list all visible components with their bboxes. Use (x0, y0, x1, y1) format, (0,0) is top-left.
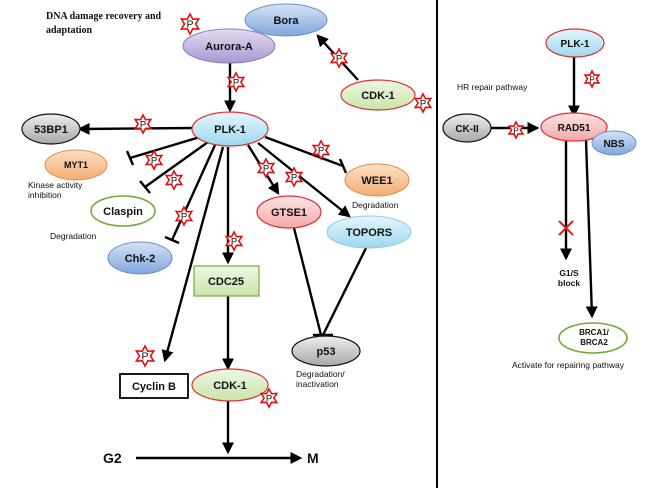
node-p53: p53 (291, 335, 361, 367)
svg-text:PLK-1: PLK-1 (214, 124, 246, 136)
svg-text:CDC25: CDC25 (208, 276, 244, 288)
edge-plk1-inhibit-chk2 (170, 144, 217, 241)
phospho-p-label: P (186, 19, 193, 31)
edge-topors-inhibit-p53 (321, 245, 369, 336)
node-plk1-right: PLK-1 (545, 28, 605, 58)
m-label: M (307, 450, 319, 466)
node-topors: TOPORS (326, 215, 412, 249)
edge-rad51-to-brca (584, 139, 598, 319)
phospho-star-plk1-right: P (583, 69, 601, 89)
phospho-star-aurora-plk1: P (226, 71, 246, 93)
svg-text:p53: p53 (317, 346, 336, 358)
phospho-star-cdk1-top: P (413, 92, 433, 114)
node-plk1: PLK-1 (191, 111, 269, 147)
edge-plk1-inhibit-claspin (144, 141, 209, 188)
phospho-star-cdk1-bottom: P (259, 387, 279, 409)
node-cdk1-top: CDK-1 (340, 79, 416, 111)
annotation-activate-repair: Activate for repairing pathway (512, 360, 624, 370)
phospho-star-topors: P (284, 166, 304, 188)
phospho-p-label: P (141, 351, 148, 363)
annotation-hr-repair: HR repair pathway (457, 82, 528, 92)
phospho-p-label: P (171, 176, 177, 187)
svg-text:TOPORS: TOPORS (346, 227, 392, 239)
node-claspin: Claspin (90, 195, 156, 227)
node-myt1: MYT1 (44, 149, 108, 181)
node-brca (558, 322, 628, 354)
phospho-p-label: P (266, 394, 272, 405)
phospho-star-cyclin-b: P (134, 344, 156, 368)
node-bora: Bora (244, 3, 328, 37)
phospho-stars: P P P P P P P P P P P P P P P P (133, 12, 601, 409)
node-brca-label: BRCA1/ BRCA2 (579, 328, 609, 347)
svg-text:MYT1: MYT1 (64, 160, 88, 170)
svg-text:Bora: Bora (273, 15, 299, 27)
node-ck2: CK-II (442, 113, 492, 143)
phospho-star-aurora: P (179, 12, 201, 36)
phospho-p-label: P (420, 99, 426, 110)
phospho-p-label: P (291, 173, 297, 184)
phospho-star-gtse1: P (256, 157, 276, 179)
phospho-p-label: P (233, 78, 239, 89)
phospho-p-label: P (151, 156, 157, 167)
node-wee1: WEE1 (344, 163, 410, 197)
annotation-degradation-p53: Degradation/ inactivation (296, 369, 345, 389)
phospho-p-label: P (140, 120, 146, 131)
annotation-kinase-inhibition: Kinase activity inhibition (28, 180, 83, 200)
svg-text:Cyclin B: Cyclin B (132, 381, 176, 393)
phospho-star-cdc25: P (224, 230, 244, 252)
phospho-star-claspin: P (164, 169, 184, 191)
phospho-p-label: P (318, 146, 324, 157)
node-cdk1-bottom: CDK-1 (191, 368, 269, 402)
svg-text:53BP1: 53BP1 (34, 124, 68, 136)
phospho-p-label: P (589, 75, 595, 85)
svg-text:Chk-2: Chk-2 (125, 253, 156, 265)
svg-text:WEE1: WEE1 (361, 175, 392, 187)
phospho-star-ck2: P (507, 120, 525, 140)
node-53bp1: 53BP1 (21, 113, 81, 145)
svg-text:Claspin: Claspin (103, 206, 143, 218)
svg-text:PLK-1: PLK-1 (561, 39, 590, 50)
node-gtse1: GTSE1 (256, 195, 322, 229)
phospho-star-cdk1-to-bora: P (329, 47, 349, 69)
phospho-star-myt1: P (144, 149, 164, 171)
g2-label: G2 (103, 450, 122, 466)
svg-text:NBS: NBS (603, 139, 624, 150)
edge-plk1-to-topors (257, 142, 351, 218)
node-rad51: RAD51 (540, 112, 608, 142)
blocked-x-icon (558, 220, 574, 236)
annotation-degradation-wee1: Degradation (352, 200, 399, 210)
edge-plk1-inhibit-myt1 (129, 135, 201, 160)
phospho-star-53bp1: P (133, 113, 153, 135)
svg-text:RAD51: RAD51 (558, 123, 591, 134)
node-cdc25: CDC25 (193, 265, 260, 297)
node-cyclin-b: Cyclin B (119, 373, 189, 399)
phospho-p-label: P (513, 126, 519, 136)
edge-plk1-inhibit-wee1 (264, 135, 344, 168)
edge-gtse1-inhibit-p53 (292, 227, 323, 336)
phospho-p-label: P (263, 164, 269, 175)
svg-text:CDK-1: CDK-1 (213, 380, 247, 392)
svg-text:CK-II: CK-II (455, 124, 479, 135)
svg-text:GTSE1: GTSE1 (271, 207, 307, 219)
phospho-star-wee1: P (311, 139, 331, 161)
phospho-p-label: P (336, 54, 342, 65)
annotation-degradation-claspin: Degradation (50, 231, 97, 241)
node-g1s-block: G1/S block (557, 268, 581, 288)
node-aurora-a: Aurora-A (182, 28, 276, 64)
edge-plk1-to-cyclinb (161, 146, 225, 363)
node-nbs: NBS (591, 130, 637, 156)
phospho-p-label: P (231, 237, 237, 248)
phospho-p-label: P (181, 212, 187, 223)
node-chk2: Chk-2 (107, 241, 173, 275)
header-note: DNA damage recovery and adaptation (46, 11, 162, 36)
phospho-star-chk2: P (174, 205, 194, 227)
svg-text:Aurora-A: Aurora-A (205, 41, 253, 53)
svg-text:CDK-1: CDK-1 (361, 90, 395, 102)
